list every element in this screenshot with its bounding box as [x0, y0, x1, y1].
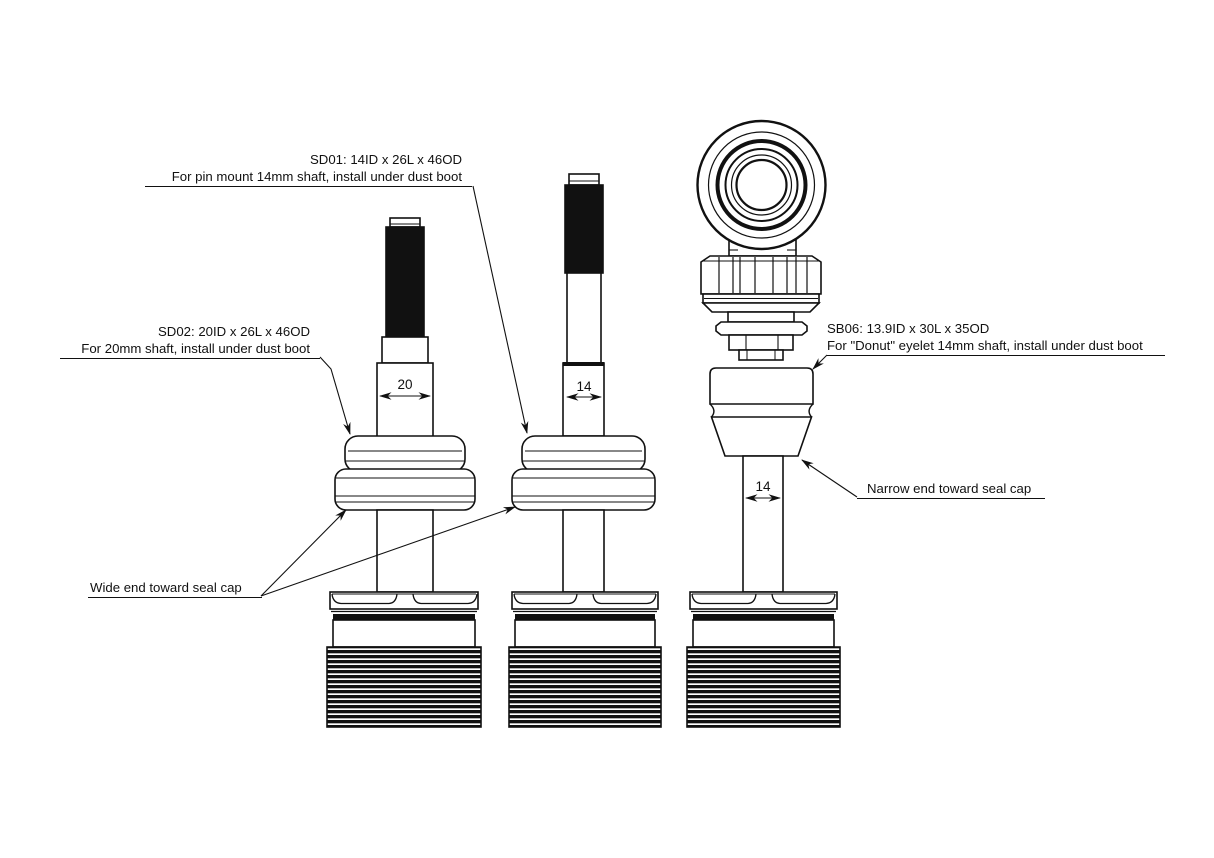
dim-value-20: 20: [397, 377, 413, 392]
leader-wide-end-middle: [260, 506, 516, 597]
callout-sd01-desc: For pin mount 14mm shaft, install under …: [171, 169, 462, 184]
rod-end-cap: [568, 173, 600, 186]
callout-sb06-desc: For "Donut" eyelet 14mm shaft, install u…: [827, 338, 1143, 353]
callout-sd01: SD01: 14ID x 26L x 46OD For pin mount 14…: [145, 151, 472, 187]
dust-boot-sd02: [334, 435, 476, 511]
callout-sd02: SD02: 20ID x 26L x 46OD For 20mm shaft, …: [60, 323, 320, 359]
leader-sd02: [319, 356, 351, 435]
callout-sd01-title: SD01: 14ID x 26L x 46OD: [310, 152, 462, 167]
bump-stop-sb06: [709, 367, 814, 457]
callout-sb06: SB06: 13.9ID x 30L x 35OD For "Donut" ey…: [827, 320, 1165, 356]
shaft-lower: [562, 509, 605, 593]
callout-sb06-title: SB06: 13.9ID x 30L x 35OD: [827, 321, 990, 336]
callout-narrow-end-text: Narrow end toward seal cap: [867, 481, 1032, 496]
shock-body-left: [326, 591, 482, 728]
shaft-14mm: [562, 362, 605, 437]
dim-value-14-middle: 14: [576, 379, 592, 394]
callout-narrow-end: Narrow end toward seal cap: [857, 480, 1045, 499]
assembly-sd02: [326, 217, 482, 728]
threaded-rod: [564, 184, 604, 274]
shaft-20mm: [376, 362, 434, 438]
assembly-sb06: [686, 119, 841, 728]
shaft-14mm: [742, 455, 784, 593]
leader-wide-end-left: [260, 509, 347, 597]
body-threads: [326, 646, 482, 728]
shaft-lower: [376, 509, 434, 593]
rod-collar: [381, 336, 429, 364]
leader-lines: [260, 185, 858, 597]
callout-wide-end: Wide end toward seal cap: [88, 579, 262, 598]
shock-body-middle: [508, 591, 662, 728]
callout-sd02-title: SD02: 20ID x 26L x 46OD: [158, 324, 310, 339]
shock-body-right: [686, 591, 841, 728]
body-threads: [686, 646, 841, 728]
body-threads: [508, 646, 662, 728]
leader-sd01: [472, 185, 529, 434]
callout-wide-end-text: Wide end toward seal cap: [90, 580, 242, 595]
dimension-lines: [379, 392, 781, 502]
leader-narrow-end: [801, 459, 858, 498]
callout-sd02-desc: For 20mm shaft, install under dust boot: [81, 341, 310, 356]
pin-shaft: [566, 272, 602, 364]
dim-value-14-right: 14: [755, 479, 771, 494]
donut-eyelet: [696, 119, 827, 251]
washer-stack: [701, 293, 821, 361]
threaded-rod: [385, 226, 425, 338]
dust-boot-sd01: [511, 435, 656, 511]
leader-sb06: [812, 354, 828, 370]
assembly-sd01: [508, 173, 662, 728]
castellated-nut: [700, 255, 822, 295]
rod-end-cap: [389, 217, 421, 228]
